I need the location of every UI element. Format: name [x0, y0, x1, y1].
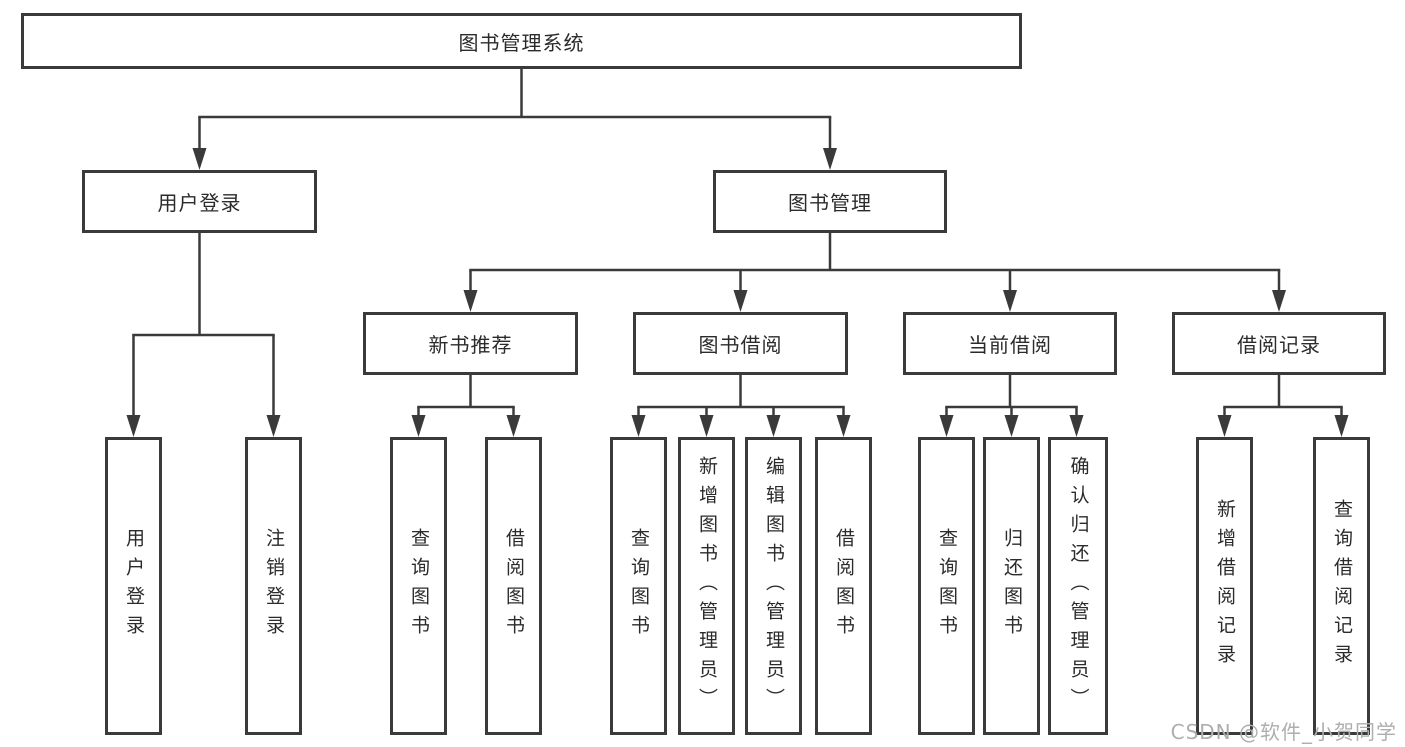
- leaf-confirm-return-admin-label: 确认归还（管理员）: [1067, 455, 1090, 717]
- csdn-watermark: CSDN @软件_小贺同学: [1170, 720, 1397, 744]
- leaf-logout: 注销登录: [245, 437, 302, 735]
- leaf-query-books-2: 查询图书: [610, 437, 667, 735]
- node-new-book-recommend: 新书推荐: [363, 312, 578, 375]
- node-borrowing-records: 借阅记录: [1172, 312, 1386, 375]
- leaf-user-login: 用户登录: [105, 437, 162, 735]
- leaf-query-books-3-label: 查询图书: [936, 528, 958, 644]
- leaf-query-books-3: 查询图书: [918, 437, 975, 735]
- leaf-add-borrow-record-label: 新增借阅记录: [1214, 499, 1236, 673]
- leaf-return-books-label: 归还图书: [1001, 528, 1023, 644]
- leaf-borrow-books-2-label: 借阅图书: [833, 528, 855, 644]
- node-book-management: 图书管理: [713, 170, 947, 233]
- leaf-query-books-1-label: 查询图书: [408, 528, 430, 644]
- leaf-borrow-books-1-label: 借阅图书: [503, 528, 525, 644]
- node-root-label: 图书管理系统: [458, 30, 585, 55]
- leaf-edit-books-admin-label: 编辑图书（管理员）: [763, 455, 785, 717]
- node-book-management-label: 图书管理: [788, 191, 872, 215]
- leaf-confirm-return-admin: 确认归还（管理员）: [1048, 437, 1108, 735]
- node-root: 图书管理系统: [21, 13, 1022, 69]
- leaf-query-books-2-label: 查询图书: [628, 528, 650, 644]
- node-book-borrowing-label: 图书借阅: [698, 333, 783, 357]
- node-book-borrowing: 图书借阅: [633, 312, 848, 375]
- leaf-add-books-admin: 新增图书（管理员）: [678, 437, 735, 735]
- leaf-edit-books-admin: 编辑图书（管理员）: [745, 437, 802, 735]
- leaf-add-borrow-record: 新增借阅记录: [1196, 437, 1253, 735]
- leaf-borrow-books-2: 借阅图书: [815, 437, 872, 735]
- node-user-login: 用户登录: [82, 170, 317, 233]
- node-borrowing-records-label: 借阅记录: [1237, 333, 1321, 357]
- leaf-query-books-1: 查询图书: [390, 437, 447, 735]
- node-current-borrowing: 当前借阅: [903, 312, 1117, 375]
- node-new-book-recommend-label: 新书推荐: [428, 333, 513, 357]
- leaf-return-books: 归还图书: [983, 437, 1040, 735]
- leaf-query-borrow-record-label: 查询借阅记录: [1331, 499, 1353, 673]
- node-user-login-label: 用户登录: [157, 191, 242, 215]
- leaf-add-books-admin-label: 新增图书（管理员）: [696, 455, 718, 717]
- node-current-borrowing-label: 当前借阅: [968, 333, 1052, 357]
- leaf-query-borrow-record: 查询借阅记录: [1313, 437, 1370, 735]
- leaf-logout-label: 注销登录: [263, 528, 285, 644]
- leaf-borrow-books-1: 借阅图书: [485, 437, 542, 735]
- leaf-user-login-label: 用户登录: [123, 528, 145, 644]
